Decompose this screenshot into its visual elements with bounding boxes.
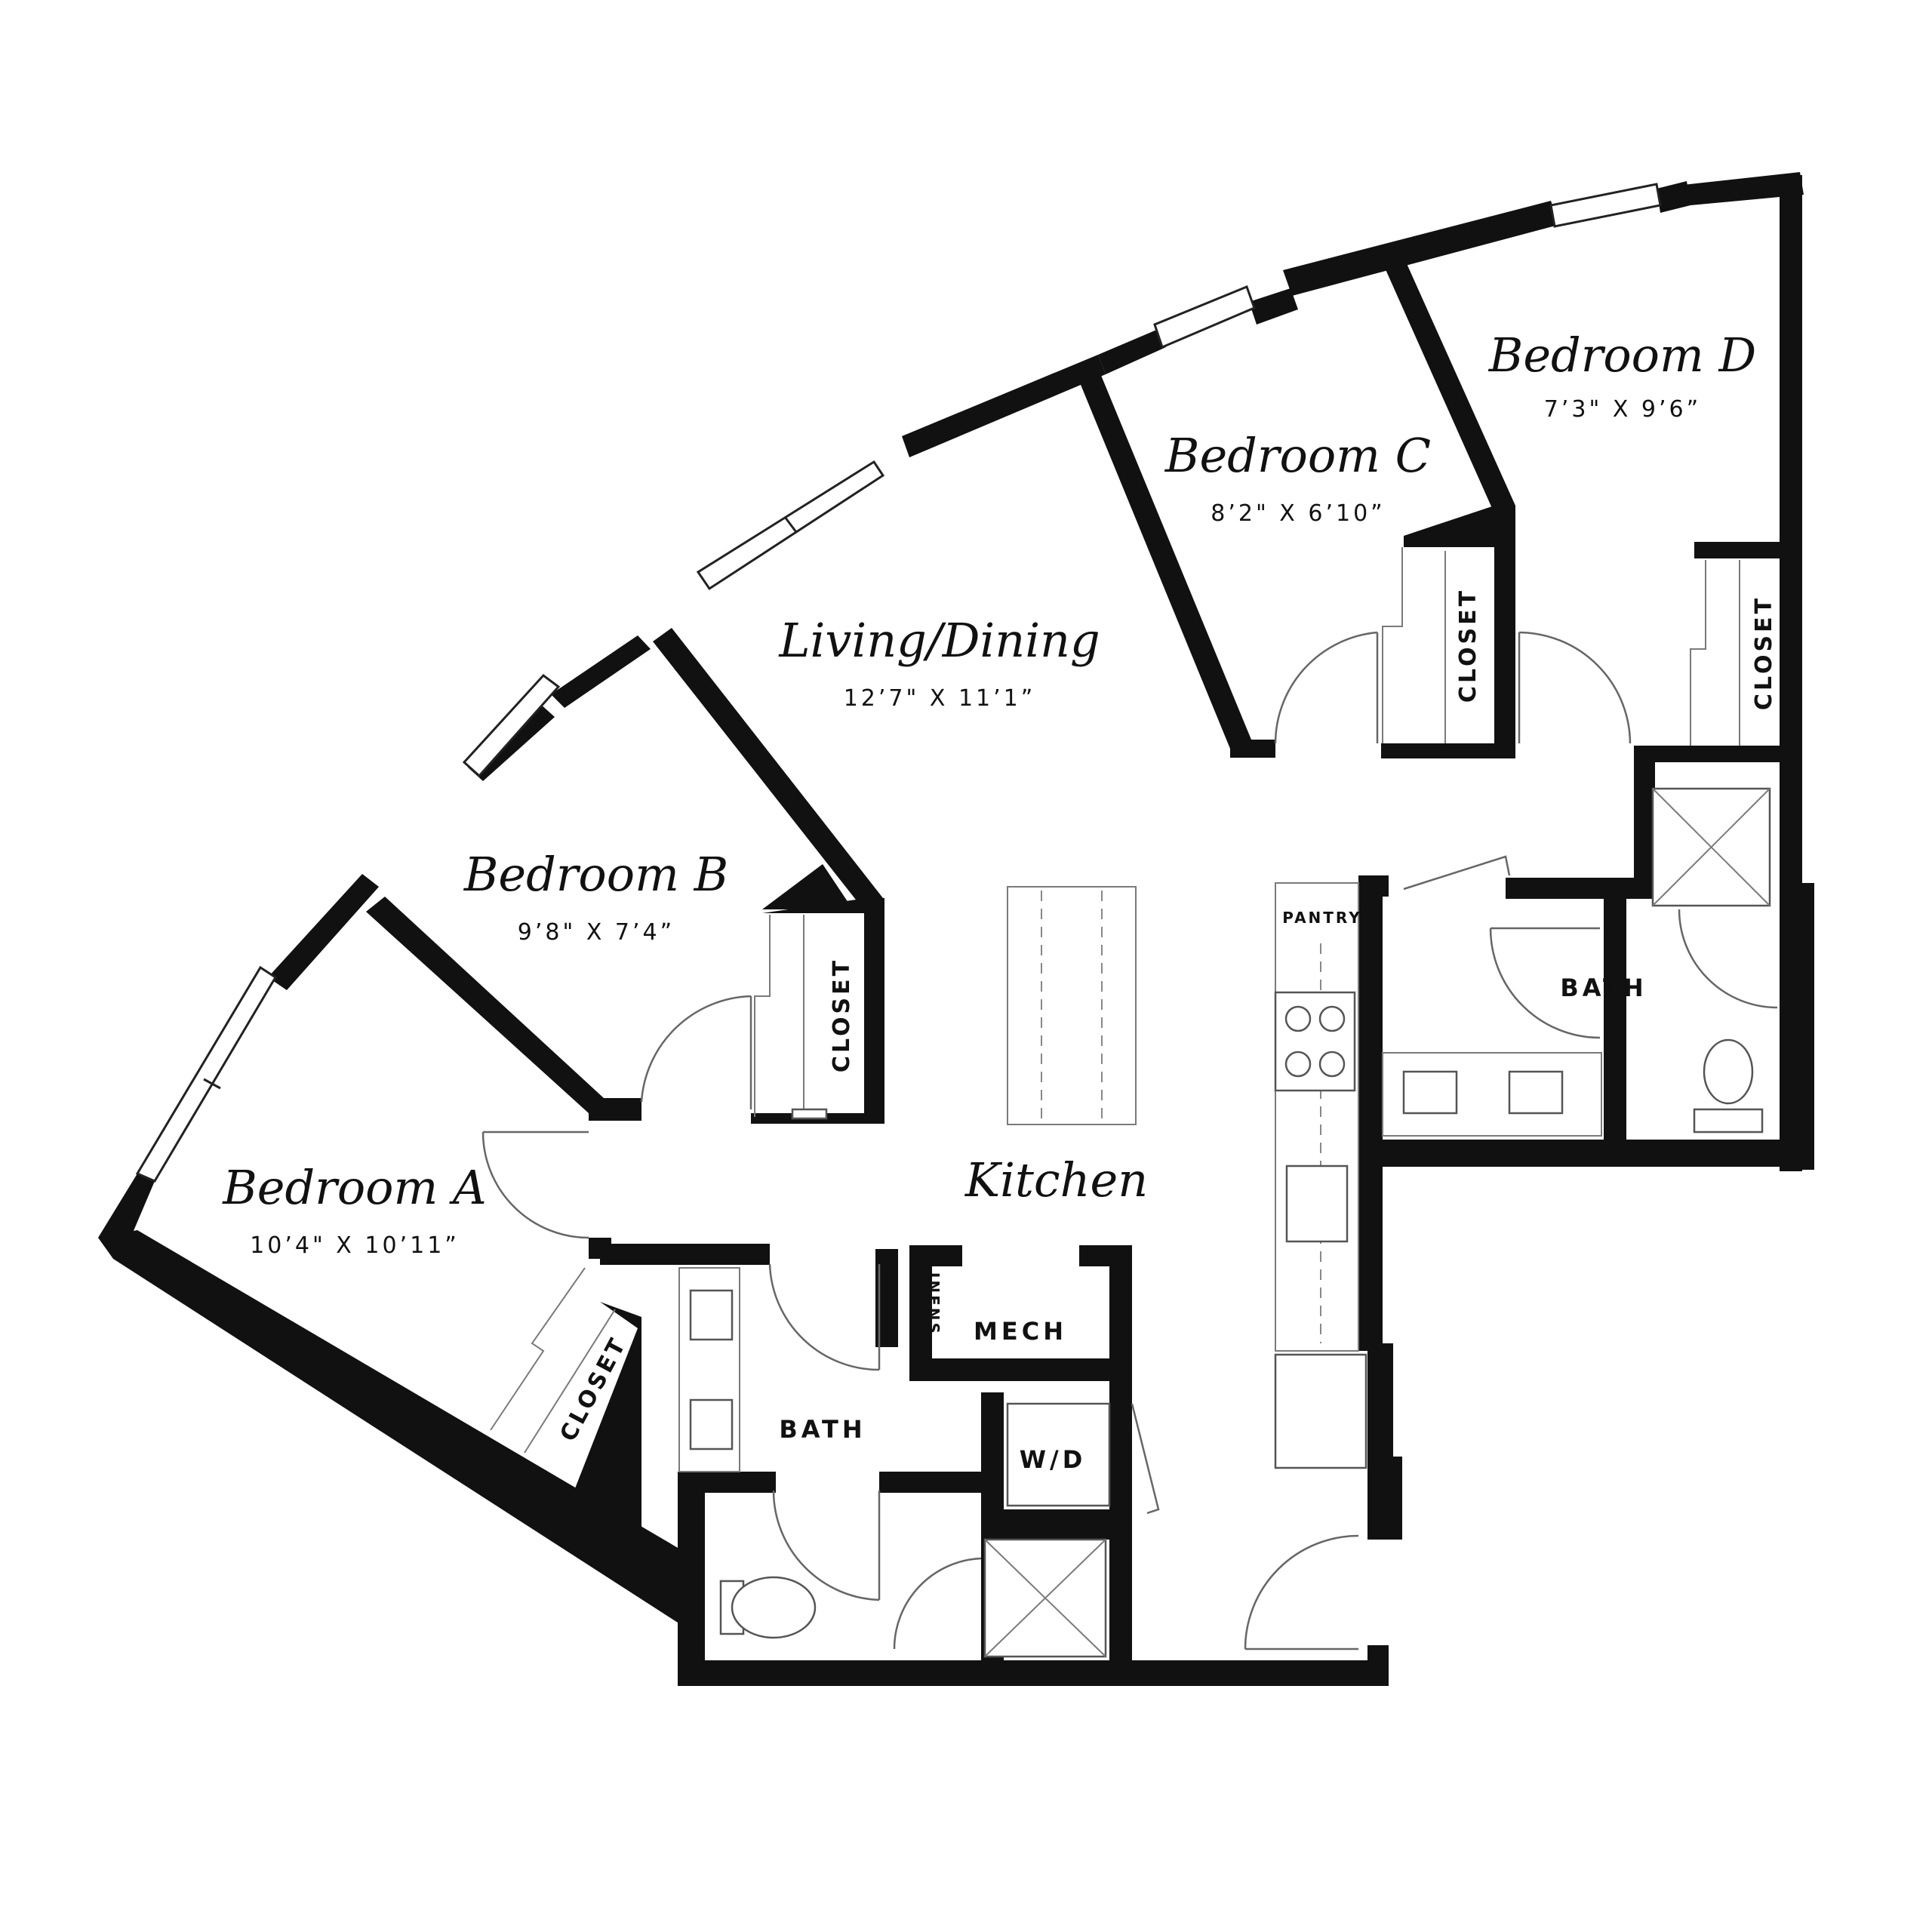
window-5: [1549, 183, 1662, 228]
mech-left-wall: [909, 1245, 932, 1377]
labels: Living/Dining 12’7" X 11’1” Kitchen Bedr…: [222, 328, 1777, 1474]
wall-a-b: [366, 897, 604, 1113]
mech-label: MECH: [974, 1317, 1067, 1346]
burner-icon: [1284, 1005, 1312, 1032]
wd-bottom-wall: [981, 1509, 1132, 1540]
bath-d-top-wall: [1506, 878, 1655, 899]
sink-icon: [689, 1289, 734, 1341]
burner-icon: [1318, 1051, 1346, 1078]
burner-icon: [1284, 1051, 1312, 1078]
bedroom-a-dims: 10’4" X 10’11”: [250, 1232, 460, 1259]
facade-wall-7: [1249, 288, 1298, 325]
bath-fixtures: [678, 787, 1771, 1658]
kitchen-top-wall: [1358, 875, 1389, 897]
linens-label: LINENS: [924, 1260, 943, 1336]
windows: [135, 183, 1662, 1183]
bath-d-bottom-wall: [1358, 1140, 1814, 1167]
wall-c-left: [1079, 374, 1251, 749]
bath-a-vanity: [678, 1267, 740, 1472]
wall-c-stub: [1230, 740, 1275, 758]
window-2: [462, 673, 561, 778]
bath-a-mid-wall: [678, 1472, 776, 1493]
burner-icon: [1318, 1005, 1346, 1032]
closet-d-label: CLOSET: [1751, 595, 1777, 710]
window-1: [135, 965, 278, 1183]
washer-dryer-icon: [1006, 1402, 1111, 1507]
toilet-icon: [731, 1576, 817, 1639]
facade-wall-8: [1283, 201, 1558, 296]
bedroom-a-bottom-wall: [98, 1230, 683, 1623]
mech-top-left: [909, 1245, 962, 1266]
kitchen-island: [1007, 886, 1137, 1125]
entry-right-wall-2: [1367, 1457, 1402, 1540]
exterior-walls: [98, 172, 1814, 1686]
facade-wall-4: [551, 635, 651, 708]
bedroom-d-dims: 7’3" X 9’6”: [1544, 396, 1701, 423]
kitchen-right-wall: [1358, 875, 1383, 1351]
bedroom-b-label: Bedroom B: [463, 847, 728, 902]
closet-b-top: [762, 864, 853, 909]
wd-label: W/D: [1020, 1445, 1087, 1474]
kitchen-label: Kitchen: [964, 1152, 1148, 1208]
facade-wall-5: [902, 355, 1106, 457]
wall-c-d-vertical: [1494, 506, 1515, 758]
closet-fittings: [490, 547, 1740, 1454]
bath-a-corner-block: [570, 1302, 641, 1547]
bedroom-d-label: Bedroom D: [1488, 328, 1756, 383]
wall-a-b-stub: [589, 1098, 641, 1121]
wall-c-d: [1385, 260, 1515, 513]
bath-a-right-wall: [1109, 1536, 1132, 1664]
bath-d-inner-wall: [1604, 894, 1626, 1143]
bath-a-label: BATH: [779, 1415, 866, 1444]
kitchen-fixtures: [1007, 882, 1367, 1469]
facade-wall-6: [1098, 329, 1166, 374]
living-dining-label: Living/Dining: [778, 613, 1100, 668]
facade-wall-1: [98, 1174, 155, 1247]
right-wall-lower: [1780, 883, 1814, 1170]
window-4: [1153, 285, 1256, 349]
kitchen-counter: [1275, 882, 1359, 1352]
bedroom-a-label: Bedroom A: [222, 1160, 487, 1215]
refrigerator-icon: [1274, 1353, 1367, 1469]
facade-wall-10: [1683, 172, 1804, 205]
bath-d-left-wall-top: [1634, 746, 1655, 885]
bedroom-c-dims: 8’2" X 6’10”: [1211, 500, 1385, 527]
bedroom-b-dims: 9’8" X 7’4”: [518, 919, 675, 946]
closet-d-top: [1694, 542, 1781, 558]
sink-icon: [689, 1398, 734, 1451]
kitchen-sink-icon: [1285, 1164, 1349, 1243]
facade-wall-9: [1657, 181, 1690, 213]
mech-bottom-wall: [909, 1358, 1132, 1381]
living-dining-dims: 12’7" X 11’1”: [844, 685, 1036, 712]
bath-a-left-wall: [678, 1491, 705, 1685]
bath-d-label: BATH: [1560, 974, 1647, 1002]
closet-b-label: CLOSET: [829, 958, 855, 1072]
bottom-wall-stub: [1367, 1645, 1389, 1686]
closet-b-wall: [762, 898, 884, 1121]
closet-d-bottom: [1634, 746, 1781, 762]
bath-a-top-wall: [600, 1244, 770, 1265]
bottom-wall: [678, 1660, 1389, 1686]
sink-icon: [1508, 1070, 1564, 1115]
bedroom-c-label: Bedroom C: [1164, 428, 1431, 483]
bath-d-vanity: [1382, 1052, 1602, 1137]
wall-b-living: [653, 628, 883, 913]
closet-c-top: [1404, 506, 1494, 547]
facade-wall-2: [268, 874, 379, 990]
closet-c-label: CLOSET: [1455, 588, 1481, 703]
sink-icon: [1402, 1070, 1458, 1115]
pantry-label: PANTRY: [1282, 909, 1361, 927]
stove-icon: [1274, 991, 1356, 1092]
toilet-tank-icon: [1693, 1108, 1764, 1134]
closet-c-bottom: [1381, 743, 1494, 758]
bath-a-mid-wall-2: [879, 1472, 985, 1493]
toilet-icon: [1703, 1038, 1754, 1105]
doors: [481, 631, 1778, 1651]
